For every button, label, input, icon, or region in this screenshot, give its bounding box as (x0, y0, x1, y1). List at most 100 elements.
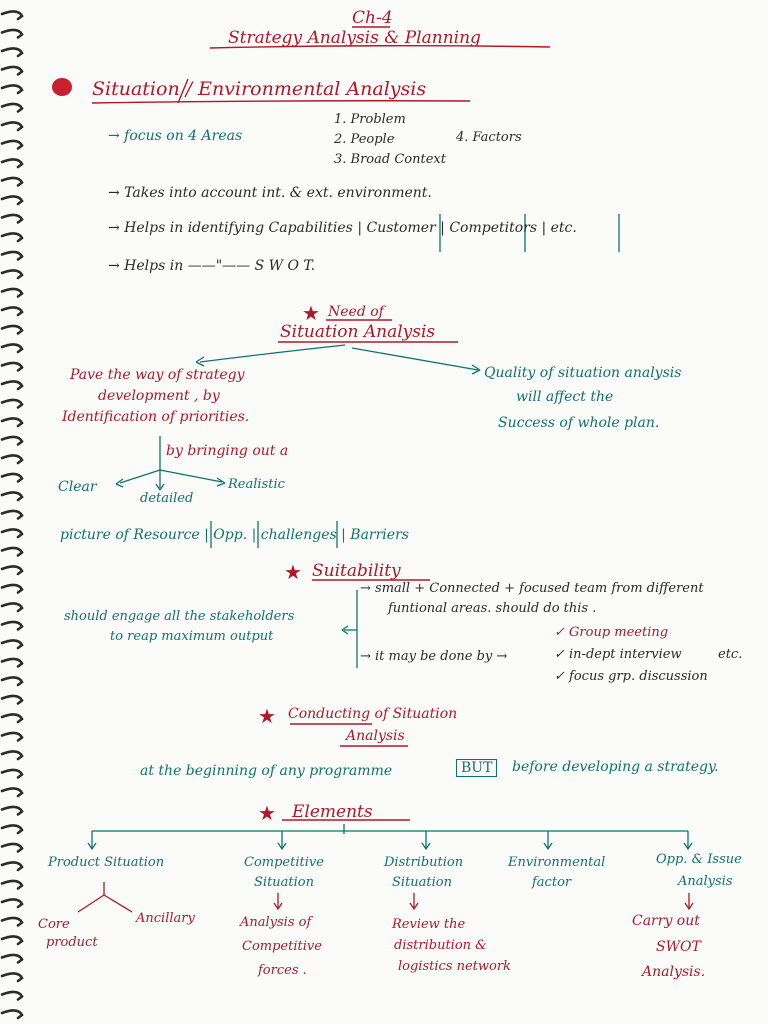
bringing-out-text: by bringing out a (166, 443, 289, 459)
need-right-text: Quality of situation analysis (484, 365, 682, 381)
spiral-ring (0, 713, 24, 724)
spiral-ring (0, 287, 24, 298)
spiral-ring (0, 694, 24, 705)
element-sub: forces . (258, 963, 307, 978)
spiral-ring (0, 139, 24, 150)
method-item: ✓ focus grp. discussion (554, 669, 708, 684)
spiral-ring (0, 787, 24, 798)
need-title-line2: Situation Analysis (280, 322, 436, 342)
spiral-ring (0, 491, 24, 502)
spiral-ring (0, 676, 24, 687)
element-sub: distribution & (394, 938, 487, 953)
red-bullet-icon (52, 78, 72, 96)
spiral-ring (0, 269, 24, 280)
spiral-ring (0, 565, 24, 576)
method-item: ✓ in-dept interview (554, 647, 682, 662)
element-name: Opp. & Issue (656, 852, 742, 867)
star-icon: ★ (302, 301, 320, 325)
spiral-ring (0, 620, 24, 631)
element-name: Environmental (508, 855, 606, 870)
team-text: → small + Connected + focused team from … (360, 581, 704, 596)
product-branch-core: product (46, 935, 98, 950)
need-left-text: Identification of priorities. (62, 409, 250, 425)
star-icon: ★ (284, 560, 302, 584)
situation-point: → Helps in identifying Capabilities | Cu… (108, 220, 577, 236)
spiral-binding (0, 10, 24, 1020)
spiral-ring (0, 639, 24, 650)
spiral-ring (0, 602, 24, 613)
spiral-ring (0, 213, 24, 224)
element-sub: Analysis of (240, 915, 312, 930)
spiral-ring (0, 454, 24, 465)
branch-clear: Clear (58, 479, 97, 495)
spiral-ring (0, 972, 24, 983)
done-by-text: → it may be done by → (360, 649, 508, 664)
product-branch-core: Core (38, 917, 70, 932)
star-icon: ★ (258, 801, 276, 825)
element-name: Competitive (244, 855, 324, 870)
conducting-title-line2: Analysis (346, 728, 405, 744)
element-name: Situation (392, 875, 452, 890)
situation-point: → Helps in ——"—— S W O T. (108, 258, 316, 274)
spiral-ring (0, 842, 24, 853)
spiral-ring (0, 65, 24, 76)
spiral-ring (0, 84, 24, 95)
spiral-ring (0, 935, 24, 946)
element-sub: SWOT (656, 939, 701, 955)
element-sub: logistics network (398, 959, 511, 974)
spiral-ring (0, 1009, 24, 1020)
suitability-title: Suitability (312, 561, 401, 581)
element-name: Distribution (384, 855, 464, 870)
spiral-ring (0, 417, 24, 428)
element-name: factor (532, 875, 572, 890)
spiral-ring (0, 861, 24, 872)
spiral-ring (0, 380, 24, 391)
etc-text: etc. (718, 647, 743, 662)
need-right-text: will affect the (516, 389, 614, 405)
spiral-ring (0, 953, 24, 964)
suitability-left-text: to reap maximum output (110, 629, 274, 644)
spiral-ring (0, 768, 24, 779)
spiral-ring (0, 879, 24, 890)
need-right-text: Success of whole plan. (498, 415, 660, 431)
spiral-ring (0, 343, 24, 354)
conducting-text: at the beginning of any programme (140, 763, 393, 779)
need-left-text: development , by (98, 388, 220, 404)
spiral-ring (0, 657, 24, 668)
element-sub: Carry out (632, 913, 700, 929)
spiral-ring (0, 28, 24, 39)
situation-point: → Takes into account int. & ext. environ… (108, 185, 432, 201)
star-icon: ★ (258, 704, 276, 728)
spiral-ring (0, 10, 24, 21)
spiral-ring (0, 158, 24, 169)
team-text: funtional areas. should do this . (388, 601, 597, 616)
element-name: Product Situation (48, 855, 165, 870)
element-sub: Analysis. (642, 964, 706, 980)
need-title-line1: Need of (328, 304, 384, 320)
spiral-ring (0, 361, 24, 372)
spiral-ring (0, 916, 24, 927)
but-box: BUT (456, 759, 498, 777)
branch-detailed: detailed (140, 491, 194, 506)
area-item: 4. Factors (456, 130, 522, 145)
area-item: 1. Problem (334, 112, 406, 127)
spiral-ring (0, 435, 24, 446)
spiral-ring (0, 472, 24, 483)
element-sub: Review the (392, 917, 466, 932)
spiral-ring (0, 805, 24, 816)
focus-label: → focus on 4 Areas (108, 128, 243, 144)
page-title: Strategy Analysis & Planning (228, 28, 481, 48)
situation-title: Situation / Environmental Analysis (92, 78, 427, 100)
spiral-ring (0, 176, 24, 187)
spiral-ring (0, 509, 24, 520)
conducting-title-line1: Conducting of Situation (288, 706, 458, 722)
area-item: 3. Broad Context (334, 152, 446, 167)
spiral-ring (0, 102, 24, 113)
spiral-ring (0, 250, 24, 261)
spiral-ring (0, 398, 24, 409)
spiral-ring (0, 121, 24, 132)
spiral-ring (0, 898, 24, 909)
spiral-ring (0, 47, 24, 58)
